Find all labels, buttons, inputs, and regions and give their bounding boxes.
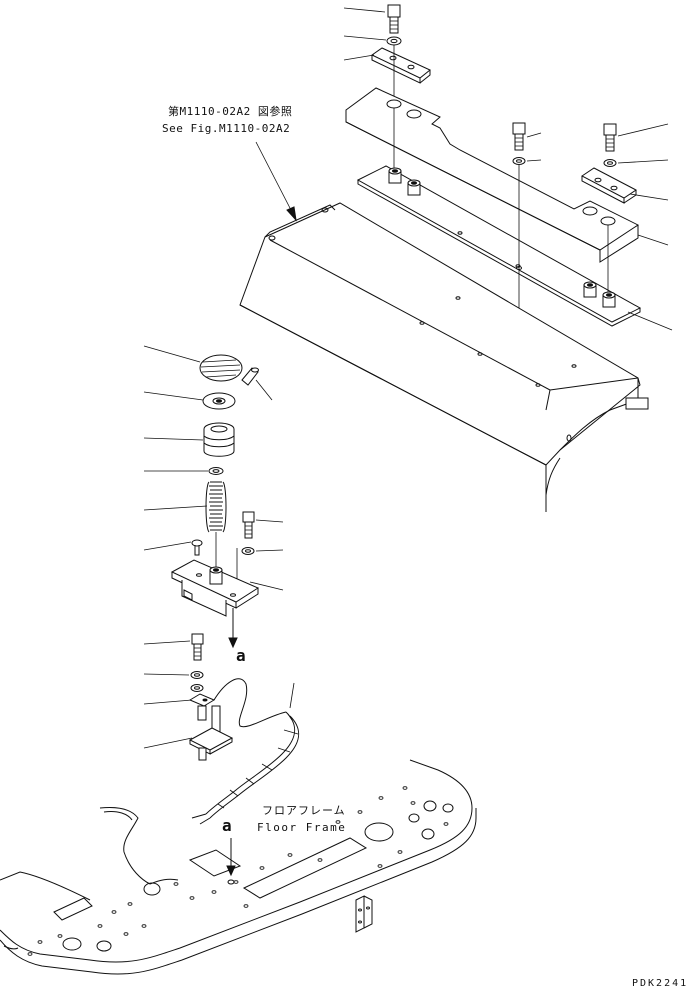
clamp-plate <box>371 47 431 84</box>
leader-line <box>143 699 193 705</box>
top-bolt <box>387 4 401 34</box>
mounting-screw <box>191 539 203 556</box>
right-washer <box>603 159 617 167</box>
spring-washer <box>208 467 224 475</box>
floor-frame <box>0 759 477 975</box>
reference-arrow <box>255 141 293 213</box>
leader-line <box>255 379 273 401</box>
bracket-washer <box>241 547 255 555</box>
leader-line <box>617 123 669 137</box>
leader-line <box>629 193 669 201</box>
leader-line <box>627 311 673 331</box>
leader-line <box>143 673 190 676</box>
cap <box>199 354 243 382</box>
leader-line <box>343 35 387 41</box>
leader-line <box>143 345 201 363</box>
bracket-bolt <box>242 511 255 539</box>
leader-line <box>143 541 192 551</box>
middle-washer <box>512 157 526 165</box>
base-plate <box>356 165 642 327</box>
button-disc <box>202 392 236 410</box>
leader-line <box>526 159 542 162</box>
connection-marker-a-top: a <box>236 646 246 665</box>
bushing <box>388 167 402 184</box>
reference-note-en: See Fig.M1110-02A2 <box>162 122 291 135</box>
limit-switch <box>188 693 234 761</box>
leader-line <box>143 640 191 645</box>
lower-bolt <box>191 633 204 661</box>
lower-nut <box>190 684 204 692</box>
pin <box>241 367 259 386</box>
leader-line <box>255 549 284 552</box>
leader-line <box>343 54 375 61</box>
leader-line <box>617 159 669 164</box>
leader-line <box>143 437 204 441</box>
leader-line <box>637 234 669 246</box>
bushing <box>583 281 597 298</box>
bushing <box>407 179 421 196</box>
lower-washer <box>190 671 204 679</box>
leader-line <box>255 519 284 523</box>
reference-note-jp: 第M1110-02A2 図参照 <box>168 105 293 118</box>
leader-line <box>526 132 542 138</box>
wire-harness <box>191 678 300 825</box>
leader-line <box>143 737 193 749</box>
arrow-head <box>228 637 238 649</box>
top-washer <box>386 36 402 46</box>
drawing-code: PDK2241 <box>632 978 689 989</box>
middle-bolt <box>512 122 526 151</box>
switch-bracket <box>170 559 260 617</box>
leader-line <box>143 391 204 401</box>
leader-line <box>289 682 295 709</box>
leader-line <box>343 7 386 13</box>
right-clamp-plate <box>581 167 637 204</box>
bushing <box>602 291 616 308</box>
rubber-bellows <box>203 422 235 457</box>
leader-line <box>143 505 208 511</box>
spring <box>205 481 227 533</box>
right-bolt <box>603 123 617 152</box>
leader-line <box>249 581 284 591</box>
floor-frame-label-en: Floor Frame <box>257 821 347 834</box>
floor-cover-panel <box>239 202 649 512</box>
floor-frame-label-jp: フロアフレーム <box>262 804 346 817</box>
arrow-head <box>226 865 236 877</box>
connection-marker-a-bottom: a <box>222 816 232 835</box>
arrow-head <box>286 206 297 222</box>
